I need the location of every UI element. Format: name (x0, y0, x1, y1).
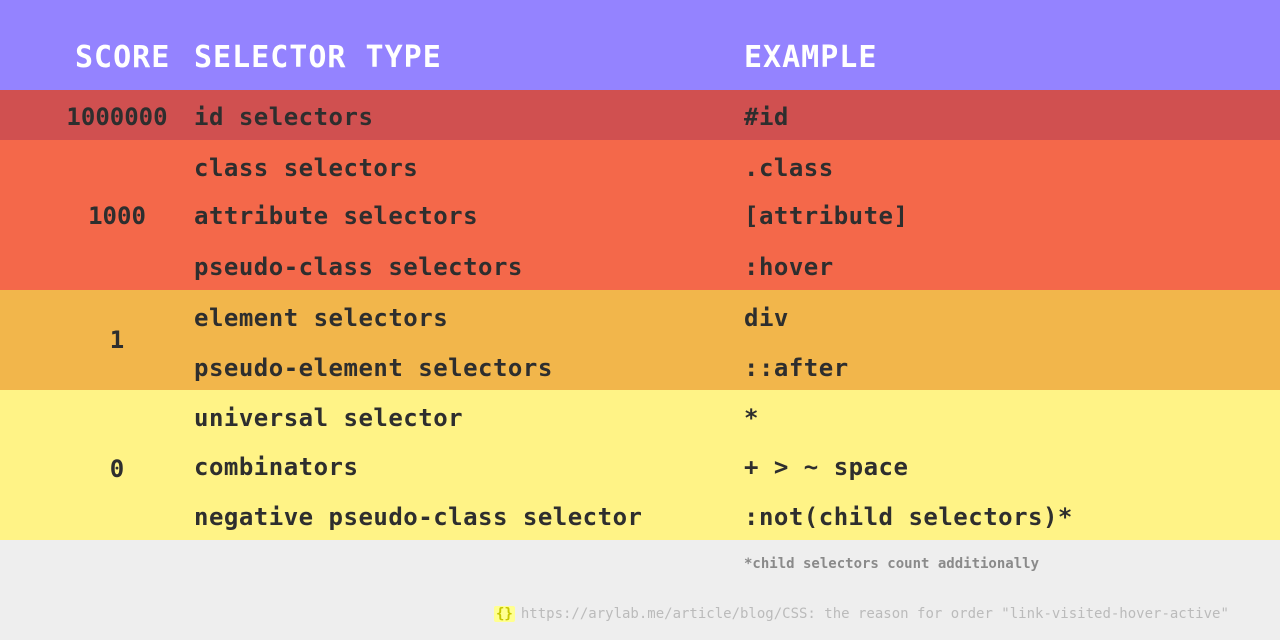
example-pseudo-element: ::after (744, 354, 849, 382)
score-value: 1 (109, 326, 125, 354)
source-url: https://arylab.me/article/blog/CSS: the … (520, 606, 1229, 622)
selector-type-negative-pseudo-class: negative pseudo-class selector (194, 503, 643, 531)
selector-type-universal: universal selector (194, 404, 464, 432)
score-group-1000: 1000 class selectors .class attribute se… (0, 140, 1280, 290)
score-value: 0 (109, 455, 125, 483)
score-group-1: 1 element selectors div pseudo-element s… (0, 290, 1280, 390)
header-score: SCORE (75, 40, 171, 75)
selector-type-combinators: combinators (194, 453, 359, 481)
source-credit: {} https://arylab.me/article/blog/CSS: th… (494, 606, 1229, 622)
selector-type-attribute: attribute selectors (194, 202, 479, 230)
example-combinators: + > ~ space (744, 453, 909, 481)
selector-type-element: element selectors (194, 304, 449, 332)
example-id: #id (744, 103, 789, 131)
braces-logo-icon: {} (494, 606, 515, 622)
score-value: 1000000 (66, 103, 168, 131)
example-pseudo-class: :hover (744, 253, 834, 281)
table-header: SCORE SELECTOR TYPE EXAMPLE (0, 0, 1280, 90)
example-class: .class (744, 154, 834, 182)
footnote: *child selectors count additionally (744, 556, 1040, 572)
header-selector-type: SELECTOR TYPE (194, 40, 442, 75)
example-universal: * (744, 404, 759, 432)
example-not: :not(child selectors)* (744, 503, 1073, 531)
selector-type-pseudo-class: pseudo-class selectors (194, 253, 523, 281)
example-attribute: [attribute] (744, 202, 909, 230)
selector-type-id: id selectors (194, 103, 374, 131)
score-group-0: 0 universal selector * combinators + > ~… (0, 390, 1280, 540)
example-element: div (744, 304, 789, 332)
score-value: 1000 (88, 202, 146, 230)
selector-type-pseudo-element: pseudo-element selectors (194, 354, 553, 382)
selector-type-class: class selectors (194, 154, 419, 182)
score-group-1000000: 1000000 id selectors #id (0, 90, 1280, 140)
header-example: EXAMPLE (744, 40, 878, 75)
